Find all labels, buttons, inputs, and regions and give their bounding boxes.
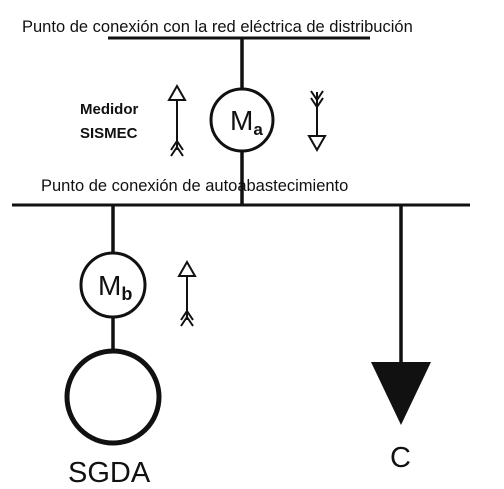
export-flow-down-arrow-icon (307, 90, 327, 153)
grid-connection-label: Punto de conexión con la red eléctrica d… (22, 18, 413, 36)
meter-a-symbol: Ma (230, 105, 263, 139)
generation-flow-up-arrow-icon (177, 259, 197, 327)
generator-circle (64, 348, 162, 446)
load-label: C (390, 442, 411, 474)
meter-label-line2: SISMEC (80, 125, 138, 142)
meter-label-line1: Medidor (80, 101, 138, 118)
generator-label: SGDA (68, 457, 151, 489)
meter-b-symbol: Mb (98, 270, 132, 304)
import-flow-up-arrow-icon (167, 83, 187, 157)
self-supply-connection-label: Punto de conexión de autoabastecimiento (41, 177, 348, 195)
load-arrow-icon (371, 362, 431, 425)
